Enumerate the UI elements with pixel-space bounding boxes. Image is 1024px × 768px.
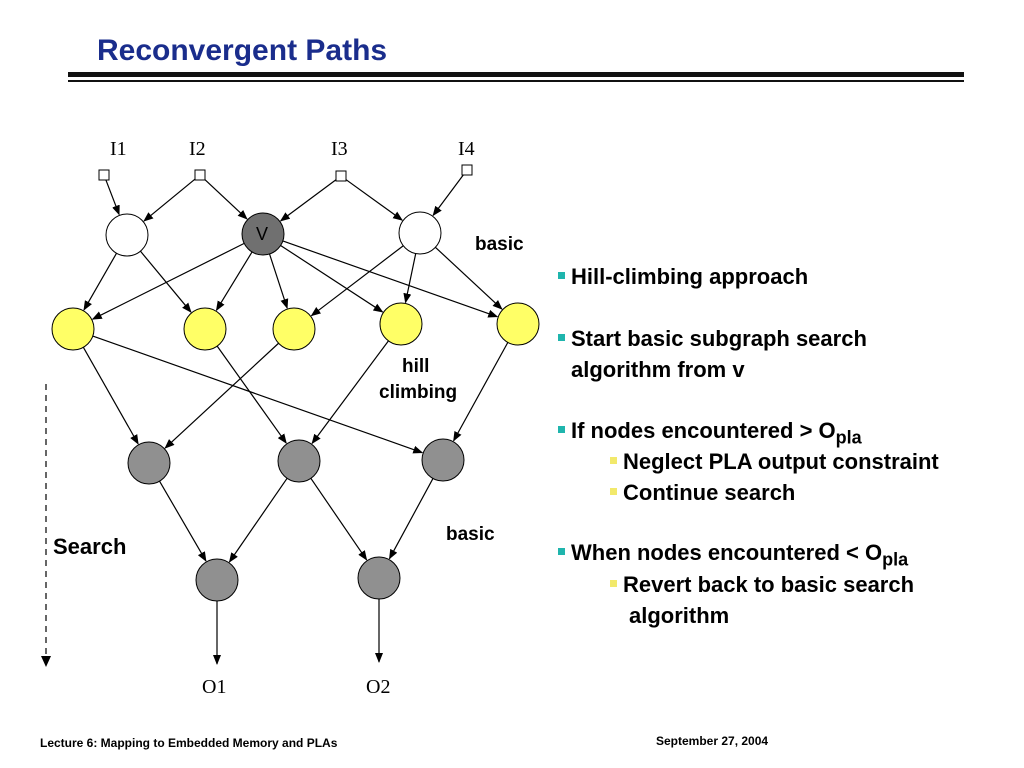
bullet-square-icon [558,271,565,279]
input-label-i3: I3 [331,138,348,160]
edge-w1-y2 [139,250,192,313]
output-label-o1: O1 [202,676,227,698]
edge-g2-h2 [310,477,368,561]
bullet-4: When nodes encountered < Opla [558,540,908,570]
edge-y4-g2 [311,340,389,445]
sub-bullet-square-icon [610,487,617,495]
edge-v-y2 [215,251,253,312]
input-label-i1: I1 [110,138,127,160]
edge-y5-g3 [453,342,509,442]
edge-i4-w2 [432,173,465,217]
input-port-i3 [335,170,347,182]
label-search: Search [53,534,127,559]
label-hill: hill [402,356,430,377]
edge-g1-h1 [159,480,207,562]
node-g3 [421,438,465,482]
edge-i2-v [203,177,248,220]
input-port-i4 [461,164,473,176]
label-climbing: climbing [379,382,458,403]
slide-title: Reconvergent Paths [97,34,388,67]
edge-i1-w1 [105,179,120,216]
input-port-i1 [98,169,110,181]
input-port-i2 [194,169,206,181]
graph-edges [82,173,509,665]
edge-v-y3 [268,253,289,310]
node-y4 [379,302,423,346]
node-g1 [127,441,171,485]
edge-i3-v [279,178,338,222]
label-basic-bottom: basic [446,524,495,545]
edge-w2-y3 [310,245,404,317]
output-label-o2: O2 [366,676,391,698]
bullet-square-icon [558,333,565,341]
edge-y1-g3 [92,335,424,454]
title-rule-thin [68,80,964,82]
edge-g2-h1 [228,477,288,563]
node-v [241,212,285,256]
node-g2 [277,439,321,483]
edge-v-y1 [91,242,245,320]
edge-i2-w1 [143,177,197,222]
bullet-3-sub-1: Neglect PLA output constraint [610,449,939,475]
node-w1 [105,213,149,257]
edge-v-y4 [280,244,384,313]
edge-v-y5 [282,240,499,318]
label-basic-top: basic [475,234,524,255]
edge-w2-y4 [403,253,417,304]
edge-w2-y5 [434,246,503,310]
sub-bullet-square-icon [610,579,617,587]
edge-w1-y1 [83,252,118,311]
bullet-square-icon [558,547,565,555]
bullet-1: Hill-climbing approach [558,264,808,290]
sub-bullet-square-icon [610,456,617,464]
bullet-3: If nodes encountered > Opla [558,418,862,448]
edge-y3-g1 [164,342,279,449]
edge-g3-h2 [388,478,434,560]
title-rule-thick [68,72,964,77]
node-y1 [51,307,95,351]
bullet-4-sub-1-cont: algorithm [629,603,730,628]
footer-date: September 27, 2004 [656,734,769,748]
bullet-3-sub-2: Continue search [610,480,795,506]
edge-y1-g1 [82,346,139,445]
v-node-label: V [256,224,269,244]
node-h1 [195,558,239,602]
bullet-2-cont: algorithm from v [571,357,745,382]
edge-i3-w2 [344,178,403,221]
bullet-square-icon [558,425,565,433]
node-h2 [357,556,401,600]
node-y2 [183,307,227,351]
search-arrowhead [41,656,51,667]
input-label-i4: I4 [458,138,475,160]
input-label-i2: I2 [189,138,206,160]
footer-lecture: Lecture 6: Mapping to Embedded Memory an… [40,736,338,750]
bullet-4-sub-1: Revert back to basic search [610,572,914,598]
node-y3 [272,307,316,351]
bullet-2: Start basic subgraph search [558,326,867,352]
node-y5 [496,302,540,346]
graph-nodes [51,164,540,602]
node-w2 [398,211,442,255]
edge-y2-g2 [216,345,287,444]
